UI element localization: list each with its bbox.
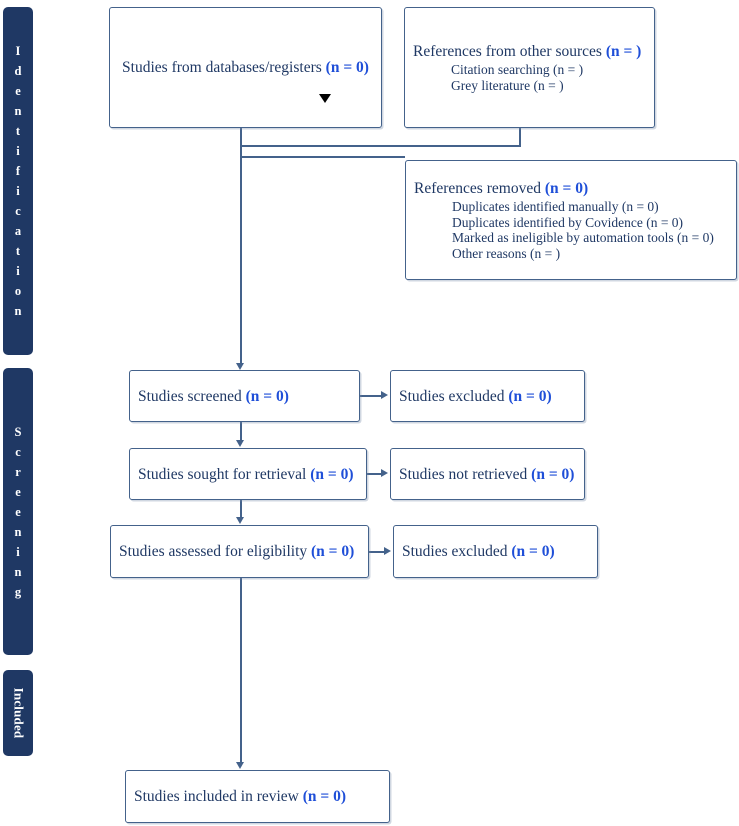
box-studies-not-retrieved-count: (n = 0) bbox=[531, 465, 575, 483]
box-studies-assessed-for-eligibility-count: (n = 0) bbox=[311, 543, 355, 560]
list-item: Citation searching (n = ) bbox=[451, 62, 584, 77]
connector-screened-to-excluded bbox=[360, 395, 382, 397]
box-studies-excluded-eligibility[interactable]: Studies excluded (n = 0) bbox=[393, 525, 598, 578]
box-references-other-sources-items: Citation searching (n = ) Grey literatur… bbox=[413, 62, 646, 93]
box-studies-excluded-screening-count: (n = 0) bbox=[508, 387, 552, 405]
box-references-other-sources-label: References from other sources bbox=[413, 43, 606, 60]
box-studies-screened[interactable]: Studies screened (n = 0) bbox=[129, 370, 360, 422]
phase-bar-identification: I d e n t i f i c a t i o n bbox=[3, 7, 33, 355]
connector-to-references-removed bbox=[240, 156, 405, 158]
box-studies-included-in-review-title: Studies included in review (n = 0) bbox=[134, 787, 381, 806]
box-studies-from-databases-label: Studies from databases/registers bbox=[122, 59, 326, 76]
box-studies-excluded-screening[interactable]: Studies excluded (n = 0) bbox=[390, 370, 585, 422]
arrowhead-sought-to-assessed bbox=[236, 517, 244, 524]
box-references-removed[interactable]: References removed (n = 0) Duplicates id… bbox=[405, 160, 737, 280]
box-studies-excluded-screening-title: Studies excluded (n = 0) bbox=[399, 387, 576, 406]
arrowhead-sought-to-not-retrieved bbox=[381, 469, 388, 477]
box-studies-from-databases[interactable]: Studies from databases/registers (n = 0) bbox=[109, 7, 382, 128]
phase-bar-included: Included bbox=[3, 670, 33, 756]
box-studies-screened-count: (n = 0) bbox=[245, 387, 289, 405]
arrowhead-to-screened bbox=[236, 363, 244, 370]
arrowhead-assessed-to-included bbox=[236, 762, 244, 769]
box-studies-included-in-review-count: (n = 0) bbox=[302, 788, 347, 805]
box-studies-sought-for-retrieval-label: Studies sought for retrieval bbox=[138, 465, 311, 483]
box-studies-screened-title: Studies screened (n = 0) bbox=[138, 387, 351, 406]
connector-assessed-to-included bbox=[240, 578, 242, 763]
list-item: Marked as ineligible by automation tools… bbox=[452, 230, 714, 245]
connector-merge-horizontal bbox=[240, 145, 521, 147]
box-studies-sought-for-retrieval-count: (n = 0) bbox=[310, 465, 354, 483]
box-studies-screened-label: Studies screened bbox=[138, 387, 246, 405]
box-studies-sought-for-retrieval-title: Studies sought for retrieval (n = 0) bbox=[138, 465, 358, 484]
list-item: Grey literature (n = ) bbox=[451, 77, 564, 93]
box-references-other-sources-count: (n = ) bbox=[605, 43, 642, 60]
connector-databases-down bbox=[240, 128, 242, 146]
phase-bar-screening: S c r e e n i n g bbox=[3, 368, 33, 655]
box-studies-assessed-for-eligibility-label: Studies assessed for eligibility bbox=[119, 543, 312, 560]
phase-label-identification: I d e n t i f i c a t i o n bbox=[14, 44, 22, 318]
box-studies-sought-for-retrieval[interactable]: Studies sought for retrieval (n = 0) bbox=[129, 448, 367, 500]
box-references-removed-items: Duplicates identified manually (n = 0) D… bbox=[414, 199, 728, 261]
connector-sought-to-not-retrieved bbox=[367, 473, 382, 475]
arrowhead-screened-to-excluded bbox=[381, 391, 388, 399]
box-studies-assessed-for-eligibility-title: Studies assessed for eligibility (n = 0) bbox=[119, 542, 360, 561]
box-studies-not-retrieved-title: Studies not retrieved (n = 0) bbox=[399, 465, 576, 484]
box-studies-not-retrieved[interactable]: Studies not retrieved (n = 0) bbox=[390, 448, 585, 500]
phase-label-screening: S c r e e n i n g bbox=[14, 424, 22, 599]
box-studies-not-retrieved-label: Studies not retrieved bbox=[399, 465, 532, 483]
connector-sought-to-assessed bbox=[240, 500, 242, 518]
arrowhead-screened-to-sought bbox=[236, 440, 244, 447]
box-studies-excluded-screening-label: Studies excluded bbox=[399, 387, 509, 405]
connector-other-sources-down bbox=[519, 128, 521, 146]
connector-trunk-to-screened bbox=[240, 145, 242, 363]
box-studies-included-in-review-label: Studies included in review bbox=[134, 788, 303, 805]
box-studies-from-databases-count: (n = 0) bbox=[325, 59, 369, 76]
arrowhead-assessed-to-excluded bbox=[384, 547, 391, 555]
box-studies-excluded-eligibility-title: Studies excluded (n = 0) bbox=[402, 542, 589, 561]
box-references-removed-label: References removed bbox=[414, 180, 545, 197]
caret-cursor-marker bbox=[319, 94, 331, 103]
box-references-removed-title: References removed (n = 0) bbox=[414, 179, 728, 198]
phase-label-included: Included bbox=[11, 687, 27, 739]
box-studies-excluded-eligibility-count: (n = 0) bbox=[511, 543, 555, 560]
list-item: Duplicates identified manually (n = 0) bbox=[452, 199, 659, 214]
connector-screened-to-sought bbox=[240, 422, 242, 441]
box-studies-assessed-for-eligibility[interactable]: Studies assessed for eligibility (n = 0) bbox=[110, 525, 369, 578]
box-studies-excluded-eligibility-label: Studies excluded bbox=[402, 543, 512, 560]
box-references-removed-count: (n = 0) bbox=[544, 180, 589, 197]
list-item: Other reasons (n = ) bbox=[452, 245, 561, 261]
box-references-other-sources[interactable]: References from other sources (n = ) Cit… bbox=[404, 7, 655, 128]
box-studies-included-in-review[interactable]: Studies included in review (n = 0) bbox=[125, 770, 390, 823]
connector-assessed-to-excluded bbox=[369, 551, 385, 553]
box-studies-from-databases-title: Studies from databases/registers (n = 0) bbox=[118, 58, 373, 77]
box-references-other-sources-title: References from other sources (n = ) bbox=[413, 42, 646, 61]
list-item: Duplicates identified by Covidence (n = … bbox=[452, 214, 684, 230]
